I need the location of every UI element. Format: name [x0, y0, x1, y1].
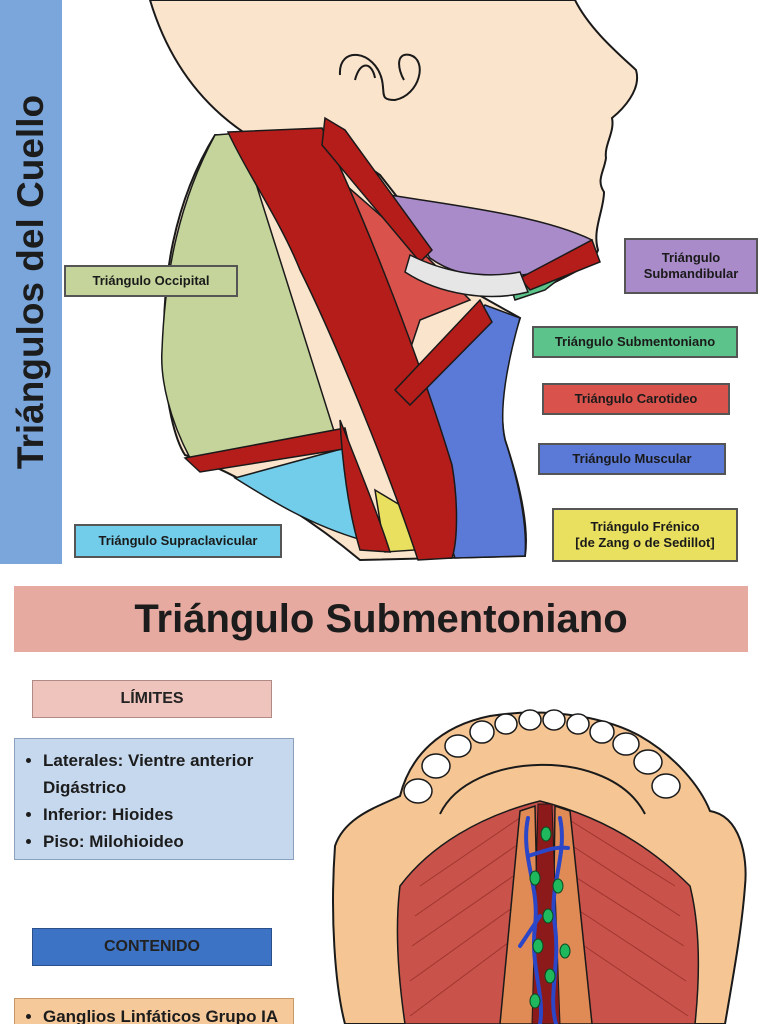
label-submentoniano-triangle: Triángulo Submentoniano — [532, 326, 738, 358]
label-carotideo-triangle: Triángulo Carotideo — [542, 383, 730, 415]
limits-header-chip: LÍMITES — [32, 680, 272, 718]
sternocleidomastoid-muscle — [226, 127, 458, 561]
list-item: Laterales: Vientre anterior Digástrico — [43, 747, 285, 801]
lymph-nodes — [529, 826, 571, 1009]
limits-list: Laterales: Vientre anterior Digástrico I… — [29, 747, 285, 855]
list-item: Ganglios Linfáticos Grupo IA — [43, 1003, 285, 1024]
list-item: Inferior: Hioides — [43, 801, 285, 828]
panel-separator — [0, 564, 768, 586]
lymphatic-vessels — [518, 816, 570, 1024]
content-list: Ganglios Linfáticos Grupo IA — [29, 1003, 285, 1024]
content-header-chip: CONTENIDO — [32, 928, 272, 966]
neck-triangles-figure: Triángulos del Cuello Triángulo Occipita… — [0, 0, 758, 564]
limits-list-box: Laterales: Vientre anterior Digástrico I… — [14, 738, 294, 860]
label-submandibular-triangle: Triángulo Submandibular — [624, 238, 758, 294]
label-occipital-triangle: Triángulo Occipital — [64, 265, 238, 297]
slide-title: Triángulo Submentoniano — [134, 596, 628, 641]
occipital-triangle — [161, 132, 342, 459]
neck-anatomy-illustration — [148, 0, 639, 562]
ear-outline — [338, 53, 421, 102]
label-muscular-triangle: Triángulo Muscular — [538, 443, 726, 475]
label-frenico-triangle: Triángulo Frénico [de Zang o de Sedillot… — [552, 508, 738, 562]
mandible-floor-illustration — [332, 709, 747, 1024]
teeth-row — [403, 709, 681, 804]
side-title-bar: Triángulos del Cuello — [0, 0, 62, 564]
slide-title-banner: Triángulo Submentoniano — [14, 586, 748, 652]
list-item: Piso: Milohioideo — [43, 828, 285, 855]
submental-triangle-slide: Triángulo Submentoniano LÍMITES Laterale… — [0, 586, 768, 1024]
side-title: Triángulos del Cuello — [10, 94, 51, 470]
digastric-muscle — [321, 116, 433, 264]
hyoid-tendon — [404, 253, 530, 298]
content-list-box: Ganglios Linfáticos Grupo IA — [14, 998, 294, 1024]
label-supraclavicular-triangle: Triángulo Supraclavicular — [74, 524, 282, 558]
